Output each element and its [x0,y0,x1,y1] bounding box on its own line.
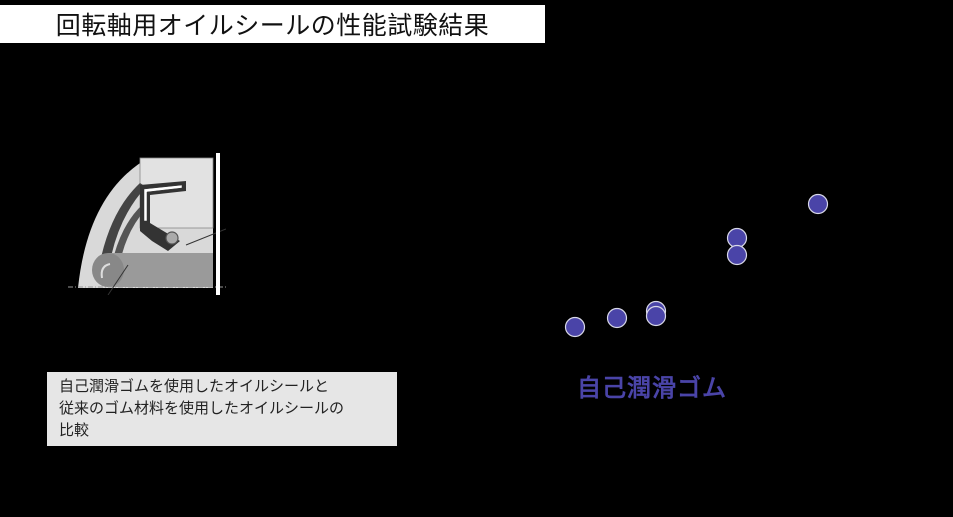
oil-seal-diagram [68,153,226,295]
data-point [807,193,829,215]
caption-text: 自己潤滑ゴムを使用したオイルシールと 従来のゴム材料を使用したオイルシールの 比… [59,377,345,439]
data-point [606,307,628,329]
series-label-self-lubricating-rubber: 自己潤滑ゴム [577,374,727,402]
page-title: 回転軸用オイルシールの性能試験結果 [55,11,490,40]
data-point [726,227,748,249]
caption-box: 自己潤滑ゴムを使用したオイルシールと 従来のゴム材料を使用したオイルシールの 比… [47,372,397,446]
title-box: 回転軸用オイルシールの性能試験結果 [0,5,545,43]
data-point [645,305,667,327]
data-point [726,244,748,266]
data-point [564,316,586,338]
